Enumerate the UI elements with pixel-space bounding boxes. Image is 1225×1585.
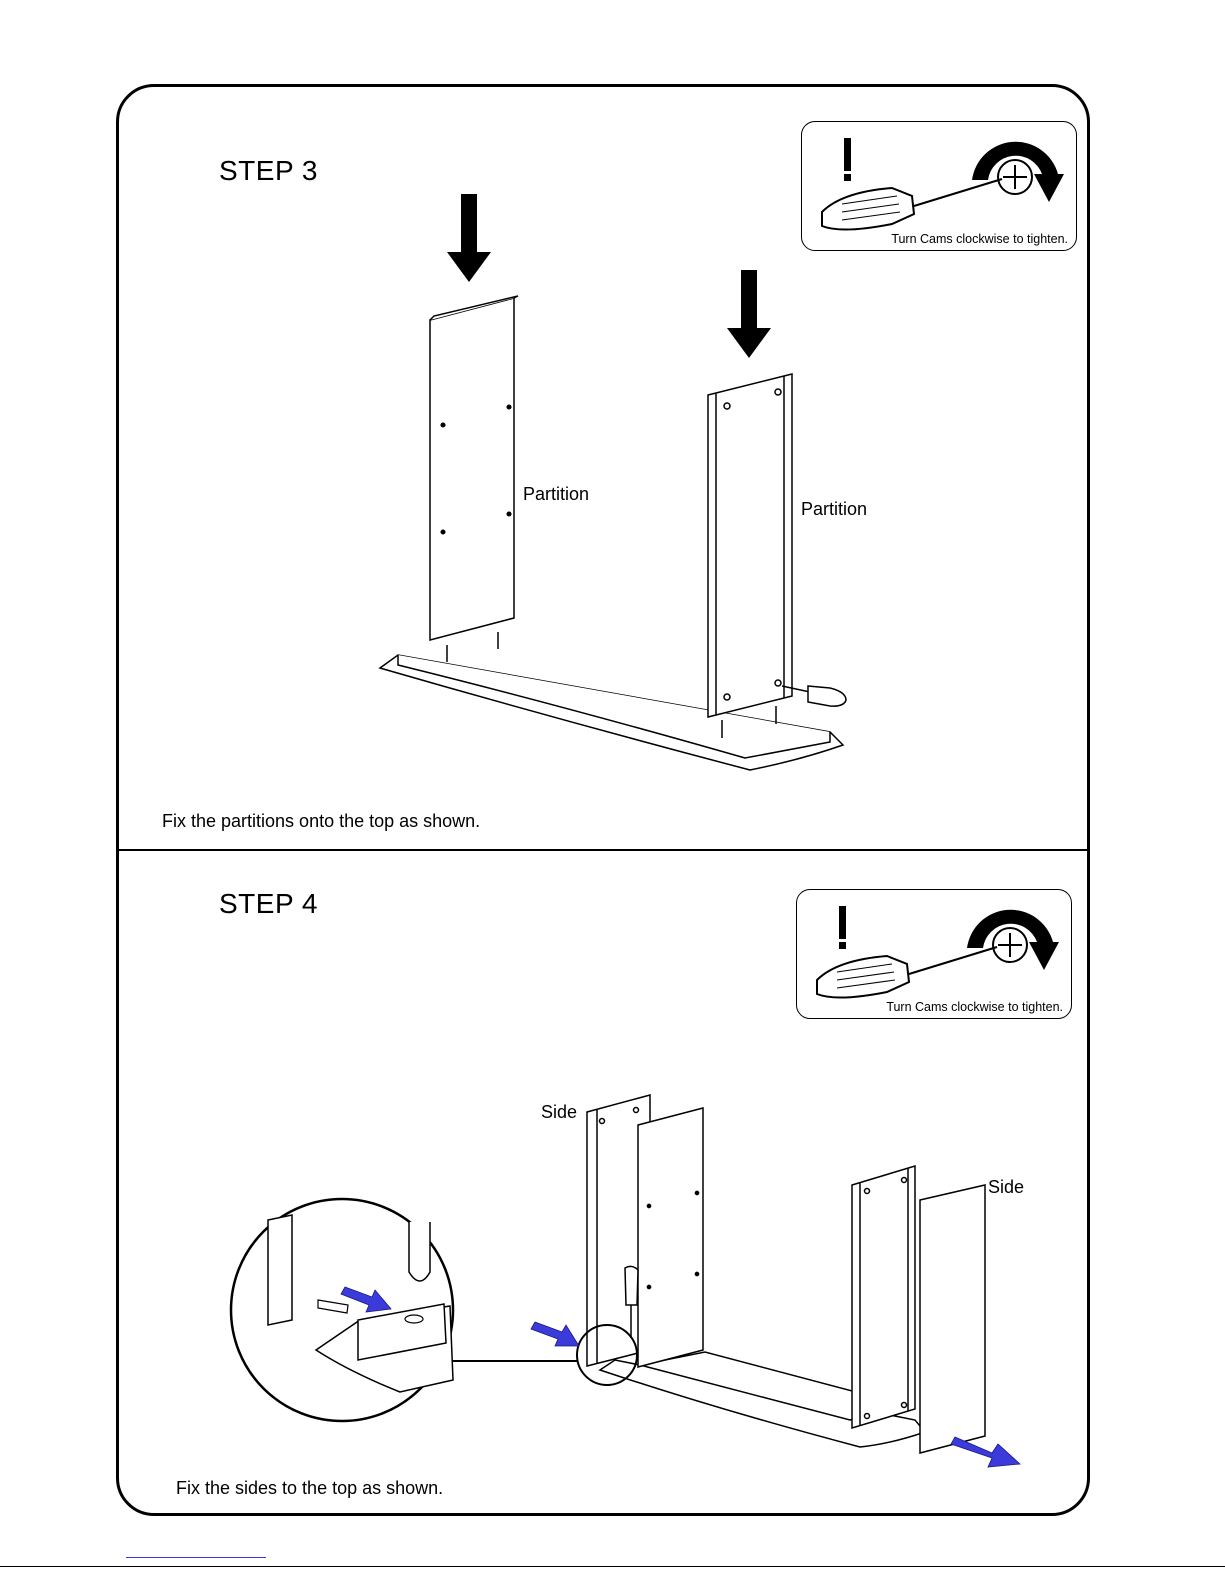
down-arrow-icon (727, 270, 771, 358)
side-right-label: Side (988, 1177, 1024, 1198)
step-4-title: STEP 4 (219, 888, 318, 920)
step-4-notice-text: Turn Cams clockwise to tighten. (886, 1000, 1063, 1014)
side-left-label: Side (541, 1102, 577, 1123)
screwdriver-icon (817, 947, 997, 998)
step-4-notice-box: Turn Cams clockwise to tighten. (796, 889, 1072, 1019)
exclamation-icon (839, 906, 846, 949)
footer-link-underline (126, 1557, 266, 1558)
step-4-caption: Fix the sides to the top as shown. (176, 1478, 443, 1499)
page-bottom-rule (0, 1566, 1225, 1567)
partition-right (708, 374, 792, 738)
partition-right-label: Partition (801, 499, 867, 520)
step-3-drawing (0, 0, 1225, 850)
step-3-caption: Fix the partitions onto the top as shown… (162, 811, 480, 832)
cam-lock-icon (993, 928, 1027, 962)
partition-left-label: Partition (523, 484, 589, 505)
down-arrow-icon (447, 194, 491, 282)
partition-left (430, 296, 518, 662)
